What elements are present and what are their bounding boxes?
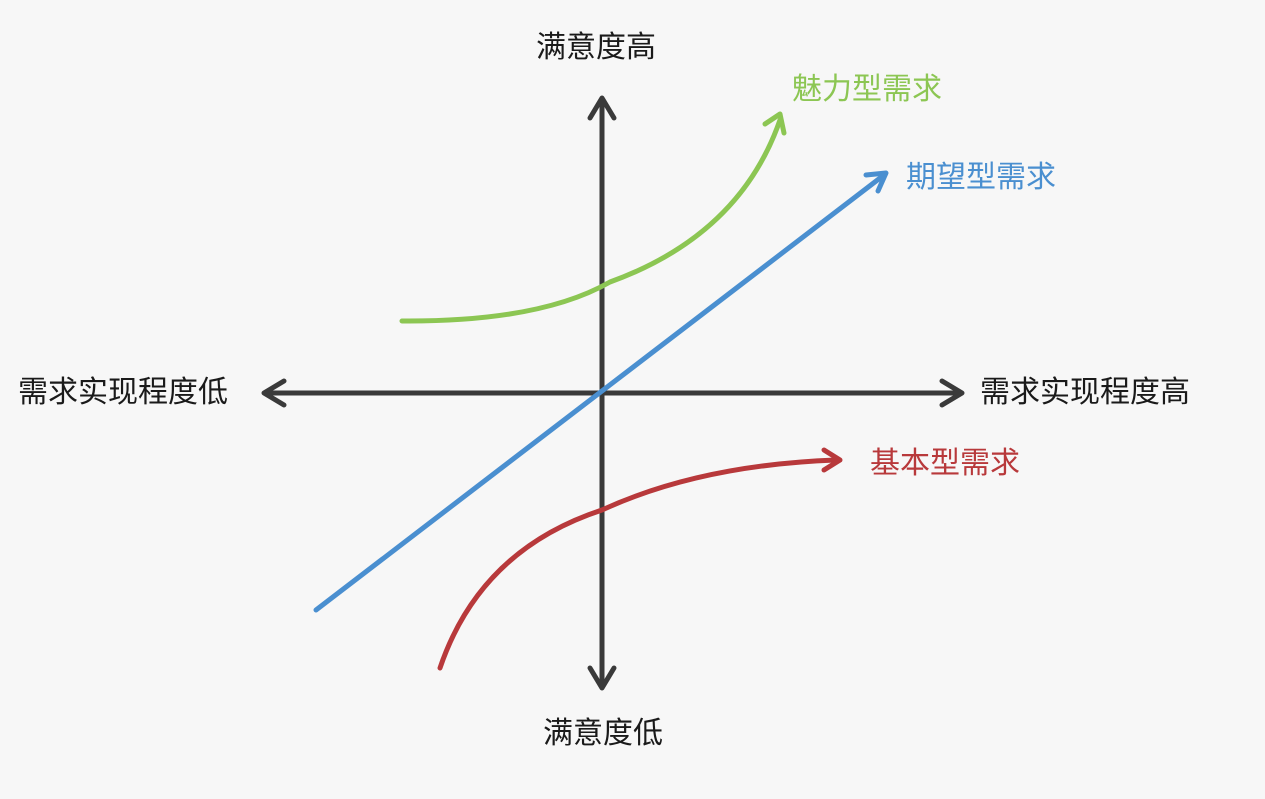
y-axis-bottom-label: 满意度低 — [543, 716, 663, 751]
attractive-curve-arrowhead — [762, 111, 787, 136]
expected-line — [313, 172, 887, 613]
x-axis-left-label: 需求实现程度低 — [18, 375, 228, 410]
vertical-axis-top-arrowhead — [587, 95, 617, 121]
expected-line-label: 期望型需求 — [906, 160, 1056, 195]
basic-curve-arrowhead — [821, 447, 843, 473]
expected-line-arrowhead — [863, 170, 889, 194]
horizontal-axis-right-arrowhead — [939, 378, 965, 408]
y-axis-top-label: 满意度高 — [536, 30, 656, 65]
vertical-axis-bottom-arrowhead — [587, 665, 617, 691]
basic-curve-label: 基本型需求 — [870, 446, 1020, 481]
basic-curve — [437, 457, 839, 671]
attractive-curve — [399, 117, 783, 324]
attractive-curve-label: 魅力型需求 — [792, 72, 942, 107]
x-axis-right-label: 需求实现程度高 — [980, 375, 1190, 410]
horizontal-axis-left-arrowhead — [261, 378, 287, 408]
